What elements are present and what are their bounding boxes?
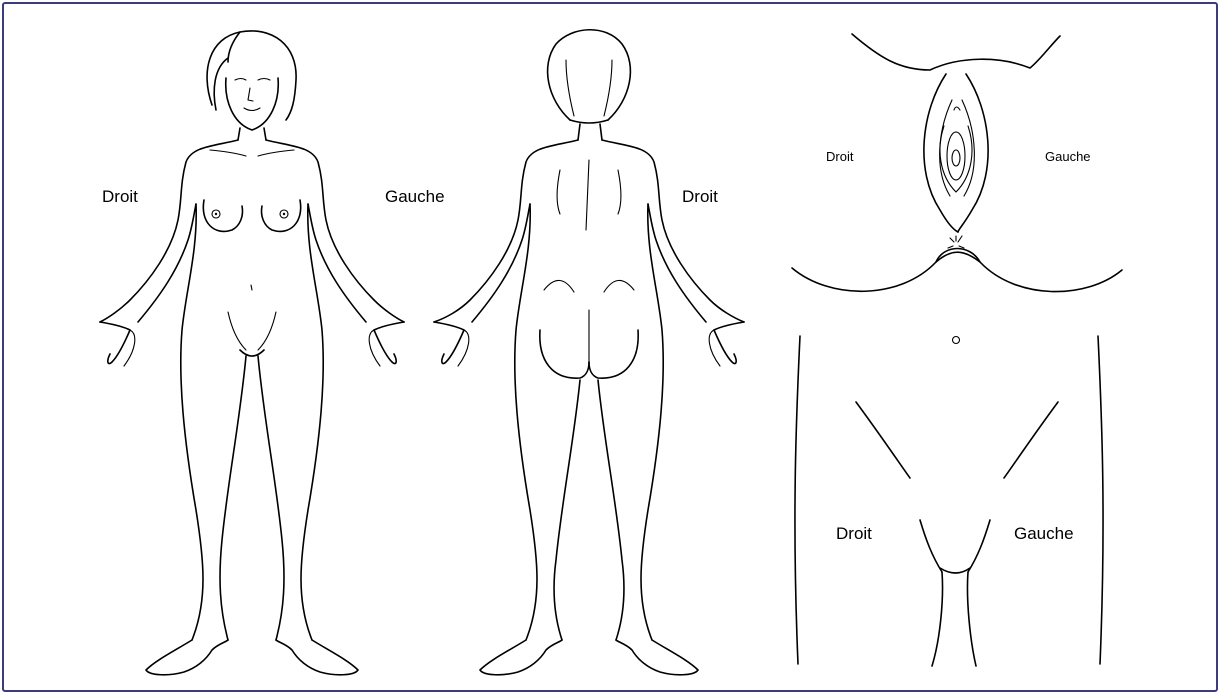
- groin-figure: [795, 336, 1103, 666]
- front-left-side-label: Gauche: [385, 187, 445, 207]
- front-body-figure: [100, 31, 404, 675]
- groin-left-side-label: Gauche: [1014, 524, 1074, 544]
- back-right-side-label: Droit: [682, 187, 718, 207]
- back-body-figure: [434, 30, 744, 675]
- vulva-left-side-label: Gauche: [1045, 149, 1091, 164]
- front-right-side-label: Droit: [102, 187, 138, 207]
- groin-right-side-label: Droit: [836, 524, 872, 544]
- vulva-right-side-label: Droit: [826, 149, 853, 164]
